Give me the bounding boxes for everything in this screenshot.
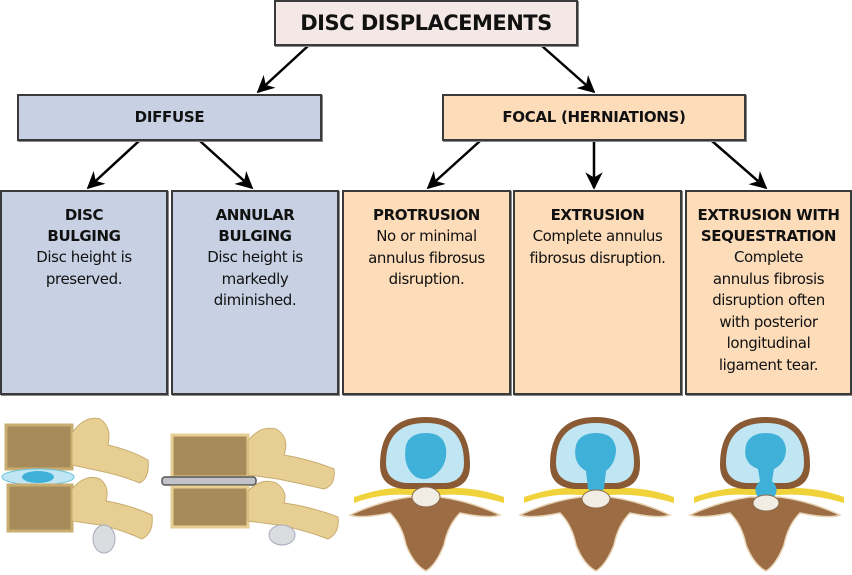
type-box-extrusion-with-sequestration: EXTRUSION WITH SEQUESTRATION Complete an… [685,190,852,395]
type-box-extrusion: EXTRUSION Complete annulus fibrosus disr… [513,190,682,395]
lateral-spine-annular-bulging-illustration [161,427,339,546]
disc [550,417,640,492]
nerve-root [524,488,674,503]
lateral-spine-disc-bulging-illustration [1,417,153,554]
type-description: Complete annulus fibrosus disruption. [529,227,666,267]
bulging-disc [1,468,75,486]
type-description: No or minimal annulus fibrosus disruptio… [368,227,485,288]
nerve-root [694,488,844,503]
nerve-root [354,488,504,503]
disc [380,417,470,489]
disc [720,417,810,500]
axial-disc-extrusion-illustration [518,417,674,572]
title-box: DISC DISPLACEMENTS [274,0,578,46]
arrow-focal-to-protrusion [426,140,481,190]
posterior-elements [688,496,842,572]
arrow-diffuse-to-annular-bulging [199,140,254,190]
arrow-title-to-focal [541,45,596,94]
category-box-focal: FOCAL (HERNIATIONS) [442,94,746,141]
arrow-diffuse-to-disc-bulging [86,140,140,190]
type-box-annular-bulging: ANNULAR BULGING Disc height is markedly … [171,190,339,395]
type-description: Disc height is markedly diminished. [207,248,303,309]
lower-vertebra [6,476,153,554]
spinal-canal [411,486,441,508]
axial-disc-sequestration-illustration [688,417,844,572]
category-label-diffuse: DIFFUSE [134,108,205,126]
spinal-canal [752,494,780,512]
posterior-elements [348,496,502,572]
arrow-focal-to-sequestration [711,140,768,190]
type-title: EXTRUSION WITH SEQUESTRATION [697,206,840,245]
diagram-title: DISC DISPLACEMENTS [300,11,552,35]
spinal-canal [581,489,611,509]
upper-vertebra [170,427,335,490]
type-title: EXTRUSION [550,206,645,224]
axial-disc-protrusion-illustration [348,417,504,572]
type-box-disc-bulging: DISC BULGING Disc height is preserved. [0,190,168,395]
category-box-diffuse: DIFFUSE [17,94,322,141]
narrowed-disc [161,476,257,486]
posterior-elements [518,496,672,572]
lower-vertebra [170,480,339,546]
type-title: DISC BULGING [47,206,121,245]
type-box-protrusion: PROTRUSION No or minimal annulus fibrosu… [342,190,511,395]
type-title: PROTRUSION [373,206,480,224]
type-title: ANNULAR BULGING [215,206,295,245]
category-label-focal: FOCAL (HERNIATIONS) [502,108,686,126]
type-description: Complete annulus fibrosis disruption oft… [712,248,825,374]
type-description: Disc height is preserved. [36,248,132,288]
arrow-title-to-diffuse [256,45,309,94]
